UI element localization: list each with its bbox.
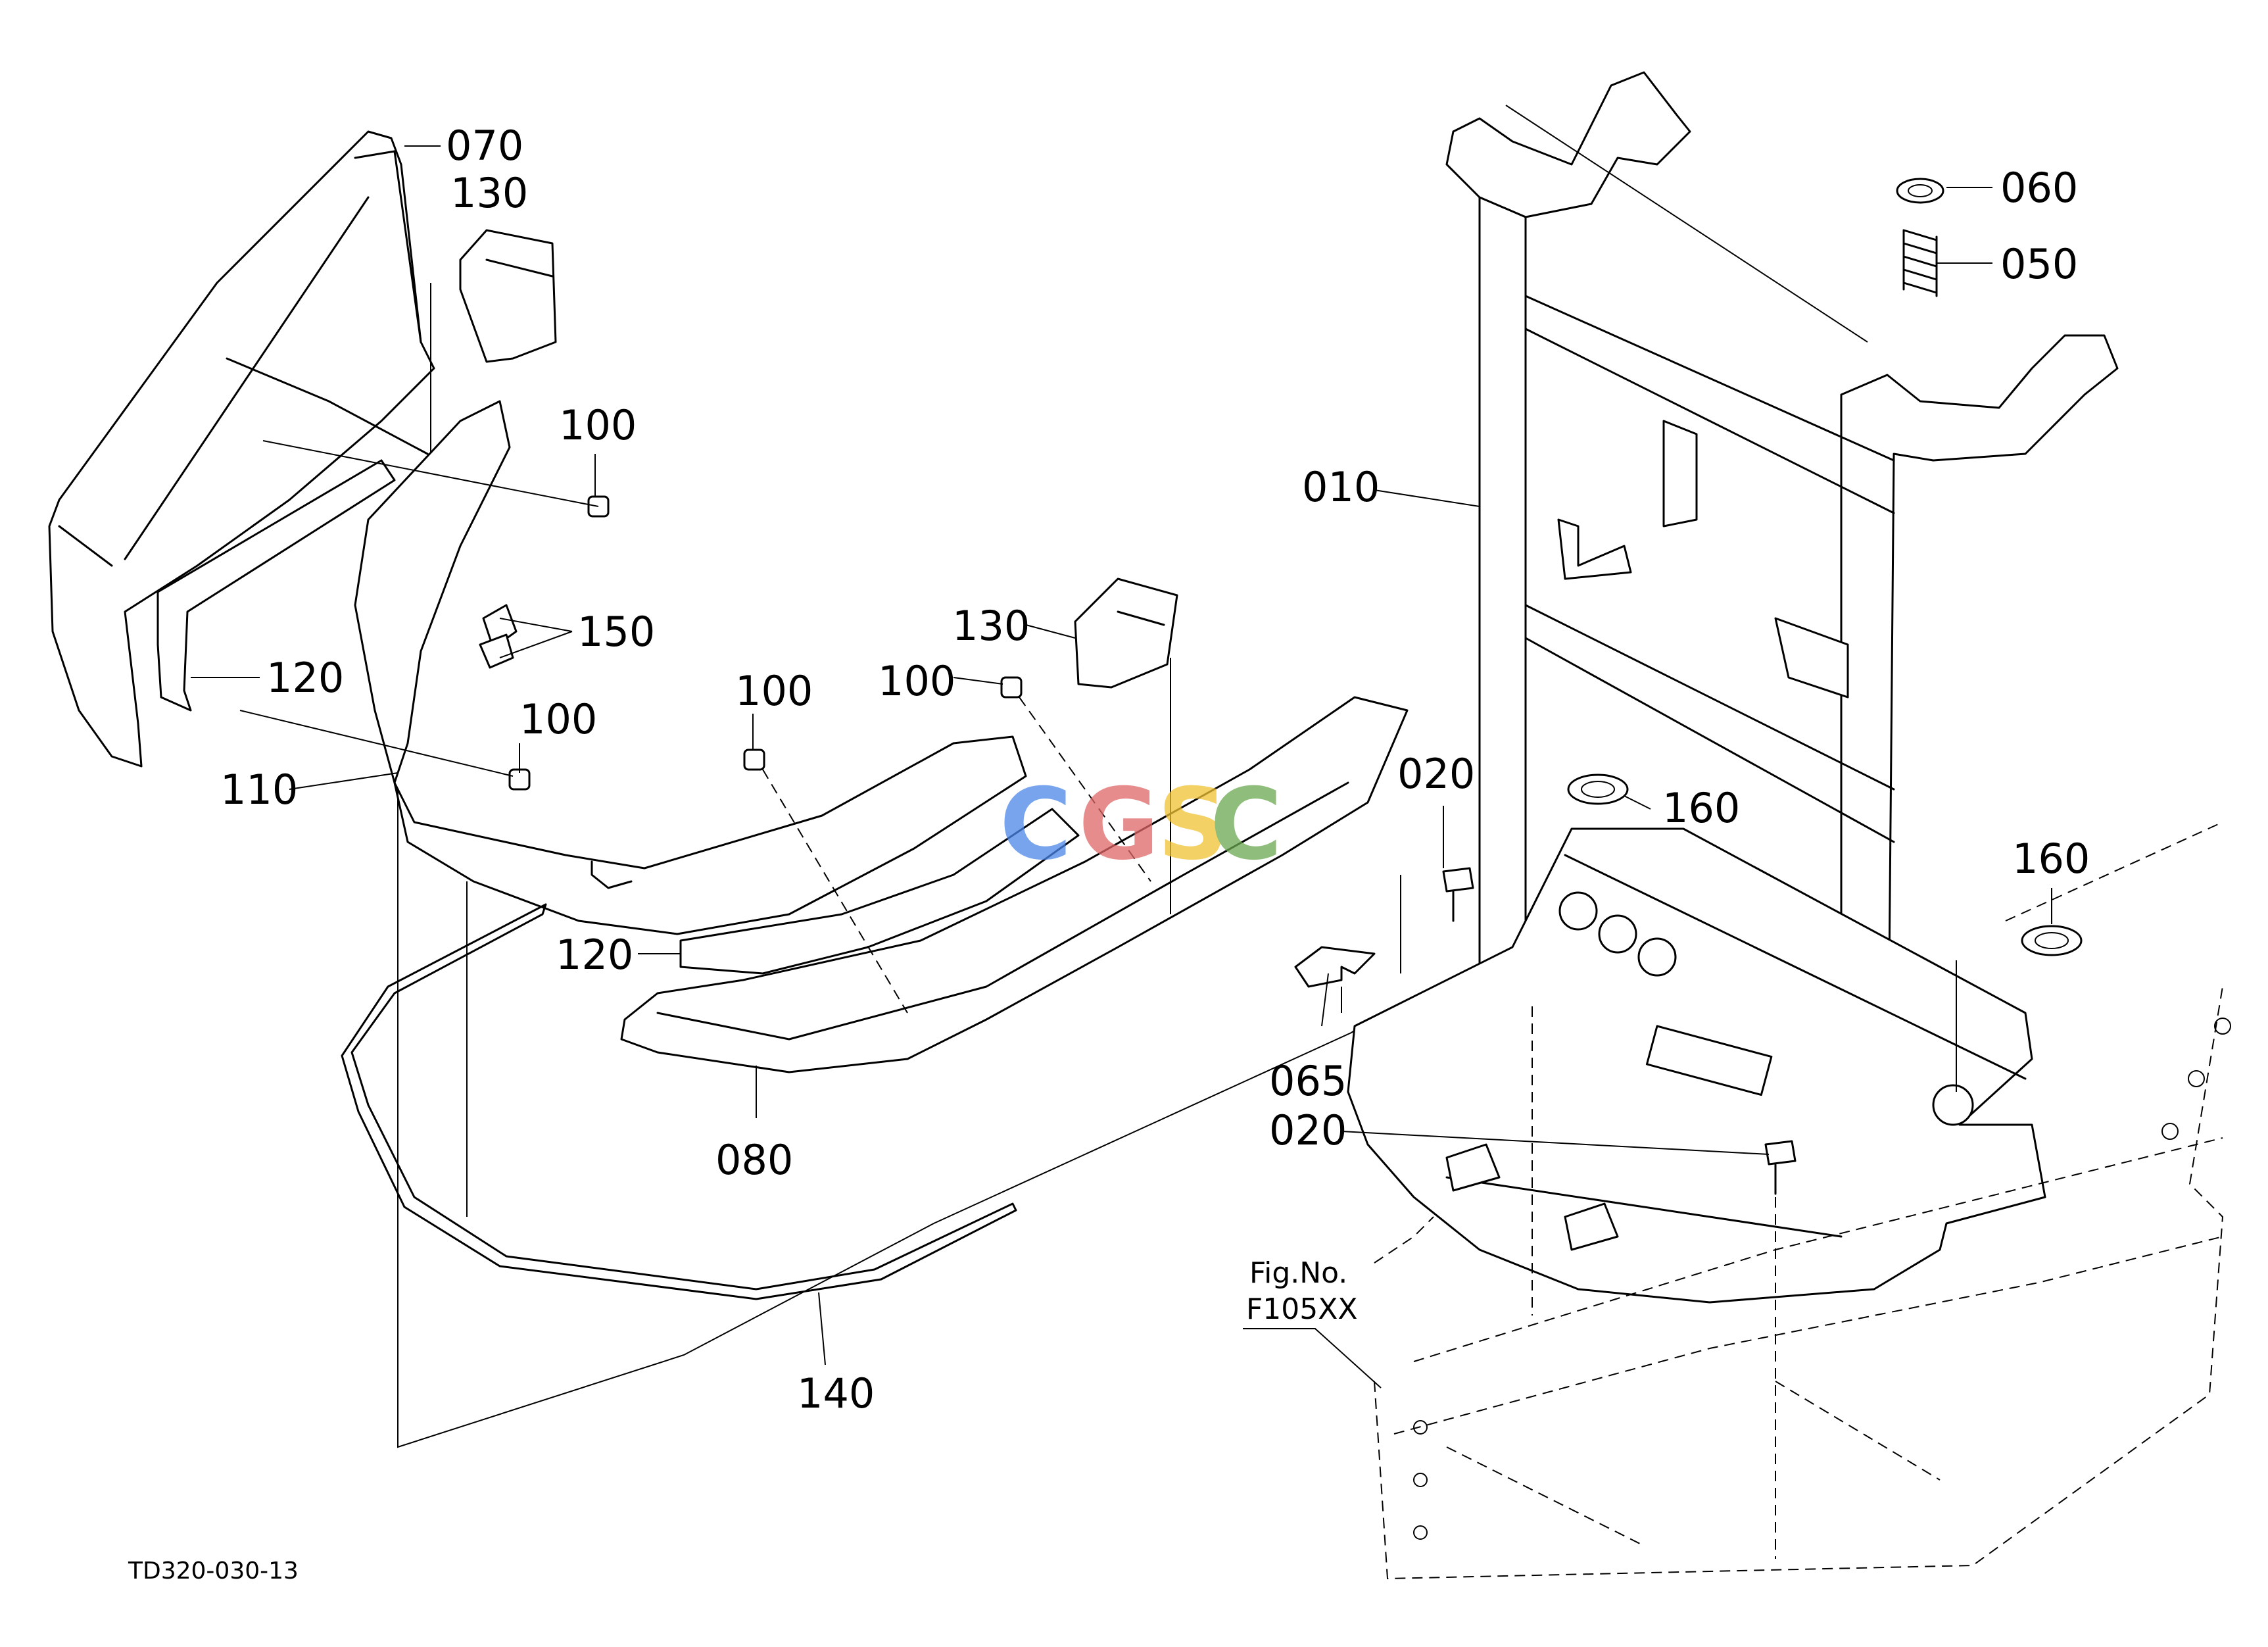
callout-100-c: 100 [735, 667, 813, 715]
figure-reference-line1: Fig.No. [1249, 1256, 1347, 1290]
callout-080: 080 [715, 1136, 793, 1184]
callout-100-d: 100 [878, 657, 955, 705]
watermark-letter-4: C [1210, 768, 1282, 882]
watermark-letter-1: C [1000, 768, 1072, 882]
callout-130-lower: 130 [952, 602, 1030, 650]
watermark-letter-2: G [1078, 768, 1159, 882]
spring-050 [1902, 229, 1938, 297]
strip-140 [341, 903, 1017, 1300]
cushion-060 [1896, 178, 1944, 204]
bracket-065 [1294, 946, 1376, 988]
callout-060: 060 [2000, 164, 2078, 212]
callout-100-b: 100 [519, 695, 597, 743]
callout-120-lower: 120 [556, 931, 633, 979]
chassis-frame-reference [1374, 822, 2231, 1580]
callout-070: 070 [446, 122, 523, 170]
nut-100-c [743, 749, 765, 771]
callout-160-right: 160 [2012, 835, 2090, 883]
front-cover-panel-070 [48, 130, 435, 768]
grommet-160-a [1567, 774, 1629, 805]
callout-labels: 070 130 100 150 120 110 100 100 100 130 … [220, 122, 2090, 1417]
figure-reference-line2: F105XX [1246, 1292, 1358, 1326]
callout-110: 110 [220, 766, 298, 814]
figure-reference: Fig.No. F105XX [1246, 1256, 1358, 1326]
callout-120-left: 120 [266, 654, 344, 702]
pad-120-lower [679, 808, 1080, 975]
bolt-020-b [1764, 1140, 1797, 1195]
callout-020-upper: 020 [1397, 750, 1475, 798]
frame-110 [393, 735, 1027, 935]
callout-150: 150 [577, 608, 655, 656]
exploded-view-guides-right [1341, 875, 1957, 1559]
callout-100-a: 100 [559, 401, 637, 449]
assembly-guide-lines [239, 440, 1362, 1448]
drawing-number: TD320-030-13 [128, 1558, 299, 1585]
bolt-020-a [1442, 867, 1474, 922]
tray-base [1347, 827, 2046, 1304]
pad-120-left [157, 459, 396, 712]
cushion-130-upper [459, 229, 557, 363]
watermark-letter-3: S [1157, 768, 1228, 882]
bracket-150 [354, 400, 518, 784]
callout-020-lower: 020 [1269, 1106, 1347, 1154]
callout-130-upper: 130 [450, 169, 528, 217]
callout-010: 010 [1302, 463, 1380, 511]
cushion-130-lower [1074, 578, 1178, 689]
callout-160-left: 160 [1662, 784, 1740, 832]
nut-100-d [1000, 676, 1023, 699]
watermark: C G S C [1000, 768, 1282, 882]
callout-050: 050 [2000, 240, 2078, 288]
grommet-160-b [2021, 925, 2083, 956]
callout-140: 140 [797, 1369, 875, 1417]
bumper-080 [620, 696, 1409, 1073]
callout-065: 065 [1269, 1057, 1347, 1105]
leader-lines [191, 145, 2052, 1389]
